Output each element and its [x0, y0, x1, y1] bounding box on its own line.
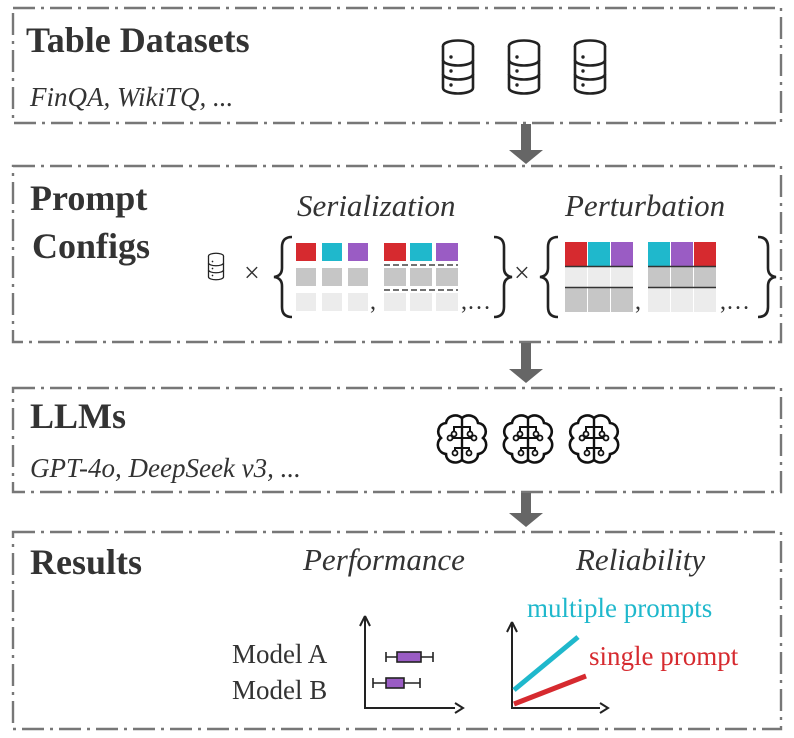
prompt-configs-title-line2: Configs — [32, 226, 151, 266]
box-datasets — [11, 6, 783, 125]
serialization-label: Serialization — [297, 188, 456, 223]
database-icon — [207, 252, 225, 281]
braces — [273, 235, 777, 319]
serialization-comma: , — [370, 289, 376, 315]
perturbation-grid-2 — [648, 242, 716, 312]
arrow-2 — [509, 343, 543, 383]
boxplot-model-b — [372, 677, 421, 689]
serialization-grid-2 — [384, 243, 458, 311]
reliability-plot — [506, 621, 610, 714]
model-b-label: Model B — [232, 675, 328, 705]
reliability-label: Reliability — [576, 542, 706, 577]
times-symbol-1: × — [244, 258, 260, 289]
brace-close-1 — [493, 235, 513, 319]
performance-label: Performance — [303, 542, 465, 577]
datasets-examples: FinQA, WikiTQ, ... — [30, 82, 234, 112]
box-llms — [11, 386, 783, 494]
arrow-1 — [509, 124, 543, 164]
brain-circuit-icon — [568, 414, 620, 464]
brace-open-1 — [273, 235, 293, 319]
multiple-prompts-label: multiple prompts — [527, 593, 713, 623]
brace-close-2 — [757, 235, 777, 319]
database-icon — [441, 39, 475, 95]
flow-arrows — [509, 124, 543, 527]
brain-circuit-icon-group — [436, 414, 620, 464]
datasets-title: Table Datasets — [26, 20, 250, 60]
single-prompt-label: single prompt — [589, 641, 739, 671]
serialization-grid-1 — [296, 243, 368, 311]
section-boxes — [11, 6, 783, 731]
perturbation-comma: , — [635, 289, 641, 315]
llms-examples: GPT-4o, DeepSeek v3, ... — [30, 453, 301, 483]
database-icon — [573, 39, 607, 95]
performance-plot — [359, 615, 465, 714]
boxplot-model-a — [385, 651, 434, 663]
perturbation-ellipsis: ,… — [720, 289, 750, 315]
box-results — [11, 530, 783, 731]
multiple-prompts-line — [512, 635, 580, 692]
serialization-ellipsis: ,… — [461, 289, 491, 315]
perturbation-label: Perturbation — [565, 188, 726, 223]
model-a-label: Model A — [232, 639, 328, 669]
brain-circuit-icon — [436, 414, 488, 464]
brace-open-2 — [539, 235, 559, 319]
arrow-3 — [509, 493, 543, 527]
database-icon — [507, 39, 541, 95]
box-prompt-configs — [11, 164, 783, 344]
results-title: Results — [30, 542, 143, 582]
perturbation-grid-1 — [565, 242, 633, 312]
database-icon-group — [441, 39, 607, 95]
llms-title: LLMs — [30, 396, 127, 436]
times-symbol-2: × — [514, 258, 530, 289]
brain-circuit-icon — [502, 414, 554, 464]
prompt-configs-title-line1: Prompt — [30, 178, 148, 218]
single-prompt-line — [513, 673, 587, 707]
